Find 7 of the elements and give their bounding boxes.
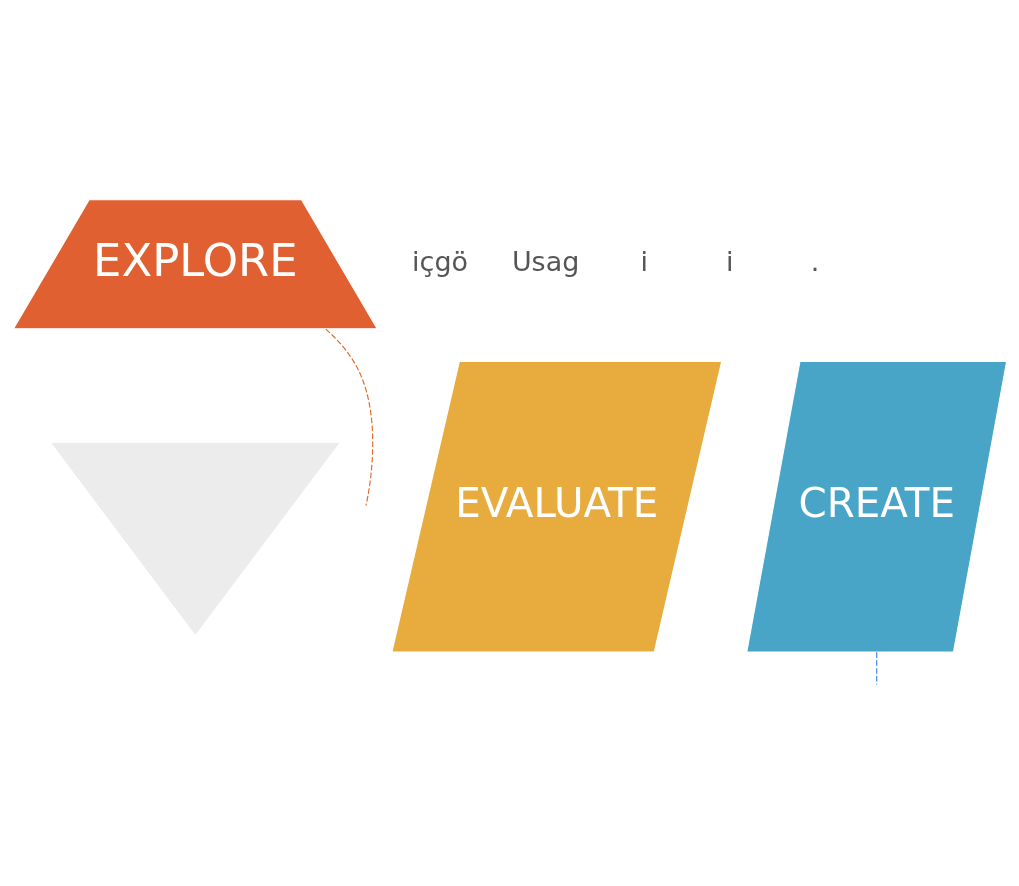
label: i	[725, 246, 733, 278]
label: içgö	[411, 246, 468, 278]
connector	[324, 328, 373, 507]
label: Usag	[511, 246, 579, 278]
label: .	[810, 246, 819, 278]
label: i	[640, 246, 648, 278]
connector	[875, 651, 877, 686]
